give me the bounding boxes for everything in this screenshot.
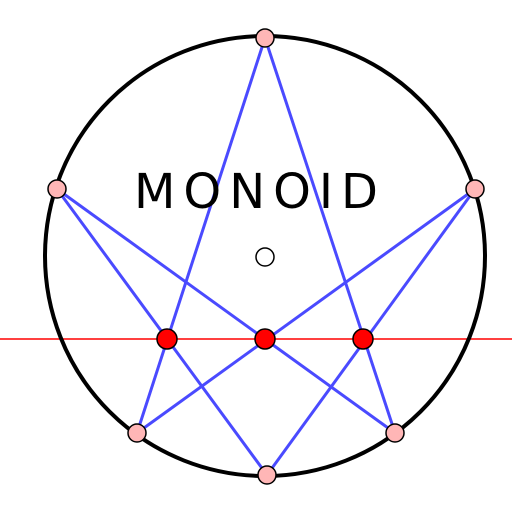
line-top-to-lower-right [263, 37, 397, 434]
diagram-title: MONOID [134, 164, 386, 220]
line-upper-left-to-lower-right [56, 187, 396, 435]
center-point [255, 247, 275, 267]
intersection-left [156, 328, 178, 350]
line-upper-right-to-lower-left [136, 187, 476, 435]
vertex-upper-right [465, 179, 485, 199]
vertex-upper-left [47, 179, 67, 199]
intersection-middle [254, 328, 276, 350]
star-lines [55, 37, 477, 476]
vertex-lower-left [127, 423, 147, 443]
vertices [47, 28, 485, 485]
vertex-lower-right [385, 423, 405, 443]
intersection-right [352, 328, 374, 350]
vertex-top [255, 28, 275, 48]
vertex-bottom [257, 465, 277, 485]
line-top-to-lower-left [135, 37, 267, 434]
intersection-points [156, 328, 374, 350]
